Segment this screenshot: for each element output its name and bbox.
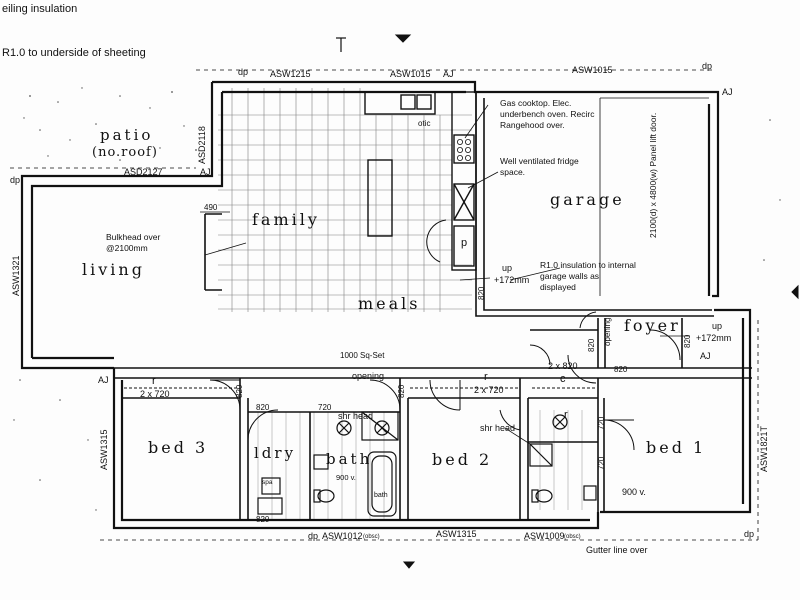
room-label-patio-sub: (no.roof) bbox=[92, 145, 158, 160]
note-900-ens: 900 v. bbox=[622, 487, 646, 497]
up-garage-val: +172mm bbox=[494, 275, 530, 285]
spa-label: spa bbox=[262, 479, 273, 486]
robe-size-bed3: 2 x 720 bbox=[140, 389, 170, 399]
room-label-bath: bath bbox=[326, 450, 373, 468]
window-label-top-left: ASW1215 bbox=[270, 69, 311, 79]
dim-820-bed2: 820 bbox=[397, 384, 406, 398]
dp-mark-bath: dp bbox=[308, 531, 319, 541]
dp-mark-living: dp bbox=[10, 175, 21, 185]
note-900-bath: 900 v. bbox=[336, 473, 356, 482]
dim-820-hall: 820 bbox=[587, 338, 596, 352]
window-label-ens: ASW1009 bbox=[524, 531, 565, 541]
dp-mark-bed1: dp bbox=[744, 529, 755, 539]
robe-size-bed2: 2 x 720 bbox=[474, 385, 504, 395]
dp-mark-top-left: dp bbox=[238, 67, 249, 77]
room-label-meals: meals bbox=[358, 294, 421, 313]
robe-mark-bed1: r bbox=[564, 409, 568, 421]
dim-820-garage: 820 bbox=[477, 286, 486, 300]
dim-720-ens2: 720 bbox=[597, 456, 606, 470]
dim-820-bed1: 820 bbox=[614, 365, 628, 374]
window-label-top-right: ASW1015 bbox=[572, 65, 613, 75]
internal-walls bbox=[114, 213, 752, 520]
bath-tub-label: bath bbox=[374, 492, 388, 499]
header-line-1: eiling insulation bbox=[2, 3, 78, 15]
external-walls bbox=[20, 80, 752, 530]
dim-720-ens: 720 bbox=[597, 416, 606, 430]
dim-490: 490 bbox=[204, 203, 218, 212]
floor-boards bbox=[218, 88, 472, 312]
linen-size: 2 x 820 bbox=[548, 361, 578, 371]
up-foyer-val: +172mm bbox=[696, 333, 732, 343]
dim-720-hall: 720 bbox=[318, 403, 332, 412]
room-label-ldry: ldry bbox=[254, 444, 297, 462]
scan-noise bbox=[13, 87, 781, 511]
dim-820-bed3: 820 bbox=[235, 384, 244, 398]
dp-mark-top-right: dp bbox=[702, 61, 713, 71]
room-label-bed3: bed 3 bbox=[148, 438, 209, 457]
up-garage: up bbox=[502, 263, 513, 273]
dim-820-foyer: 820 bbox=[683, 334, 692, 348]
note-gutter: Gutter line over bbox=[586, 545, 648, 555]
note-opening: opening bbox=[352, 371, 385, 381]
window-label-living: ASW1321 bbox=[11, 255, 21, 296]
window-label-ens-suffix: (obsc) bbox=[564, 534, 581, 540]
window-label-patio-bottom: ASD2127 bbox=[124, 167, 163, 177]
window-label-bed1: ASW1821T bbox=[759, 425, 769, 472]
room-label-garage: garage bbox=[550, 190, 625, 209]
robe-mark-bed2: r bbox=[484, 371, 488, 383]
window-label-bath: ASW1012 bbox=[322, 531, 363, 541]
note-garage-insulation: R1.0 insulation to internal garage walls… bbox=[540, 260, 636, 292]
eave-dashes bbox=[10, 69, 759, 541]
window-label-top-mid: ASW1015 bbox=[390, 69, 431, 79]
dim-820-ldry: 820 bbox=[256, 403, 270, 412]
window-label-patio-right: ASD2118 bbox=[197, 126, 207, 164]
opening-foyer: opening bbox=[603, 317, 612, 346]
note-bulkhead: Bulkhead over @2100mm bbox=[106, 232, 161, 253]
door-swings bbox=[209, 219, 681, 451]
dim-820-fam: 820 bbox=[256, 515, 270, 524]
window-label-bed3: ASW1315 bbox=[99, 429, 109, 470]
aj-mark-foyer: AJ bbox=[700, 351, 711, 361]
aj-mark-top: AJ bbox=[443, 69, 454, 79]
note-garage-door: 2100(d) x 4800(w) Panel lift door. bbox=[648, 112, 658, 238]
pantry-mark: p bbox=[461, 237, 468, 249]
room-label-family: family bbox=[252, 210, 320, 229]
label-otic: otic bbox=[418, 119, 431, 128]
window-label-bed2: ASW1315 bbox=[436, 529, 477, 539]
window-label-bath-suffix: (obsc) bbox=[363, 534, 380, 540]
room-label-patio: patio bbox=[100, 126, 154, 144]
aj-mark-top-right: AJ bbox=[722, 87, 733, 97]
up-foyer: up bbox=[712, 321, 723, 331]
room-label-foyer: foyer bbox=[624, 316, 681, 335]
note-shr-head-ens: shr head bbox=[480, 423, 516, 433]
note-cooktop: Gas cooktop. Elec. underbench oven. Reci… bbox=[500, 98, 595, 130]
aj-mark-patio: AJ bbox=[200, 167, 211, 177]
bathroom-fixtures bbox=[257, 411, 597, 517]
note-fridge: Well ventilated fridge space. bbox=[500, 156, 579, 177]
robe-mark-bed3: r bbox=[152, 375, 156, 387]
note-shr-head: shr head bbox=[338, 411, 374, 421]
cooktop-burners bbox=[456, 138, 471, 161]
wet-area-tiles bbox=[257, 410, 583, 520]
kitchen-benches bbox=[364, 91, 477, 271]
aj-mark-bed3: AJ bbox=[98, 375, 109, 385]
linen-mark: c bbox=[560, 373, 566, 385]
room-label-living: living bbox=[82, 260, 145, 279]
header-line-2: R1.0 to underside of sheeting bbox=[2, 47, 146, 59]
note-sqset: 1000 Sq-Set bbox=[340, 351, 385, 360]
room-label-bed2: bed 2 bbox=[432, 450, 493, 469]
leader-lines bbox=[200, 104, 690, 445]
room-label-bed1: bed 1 bbox=[646, 438, 707, 457]
